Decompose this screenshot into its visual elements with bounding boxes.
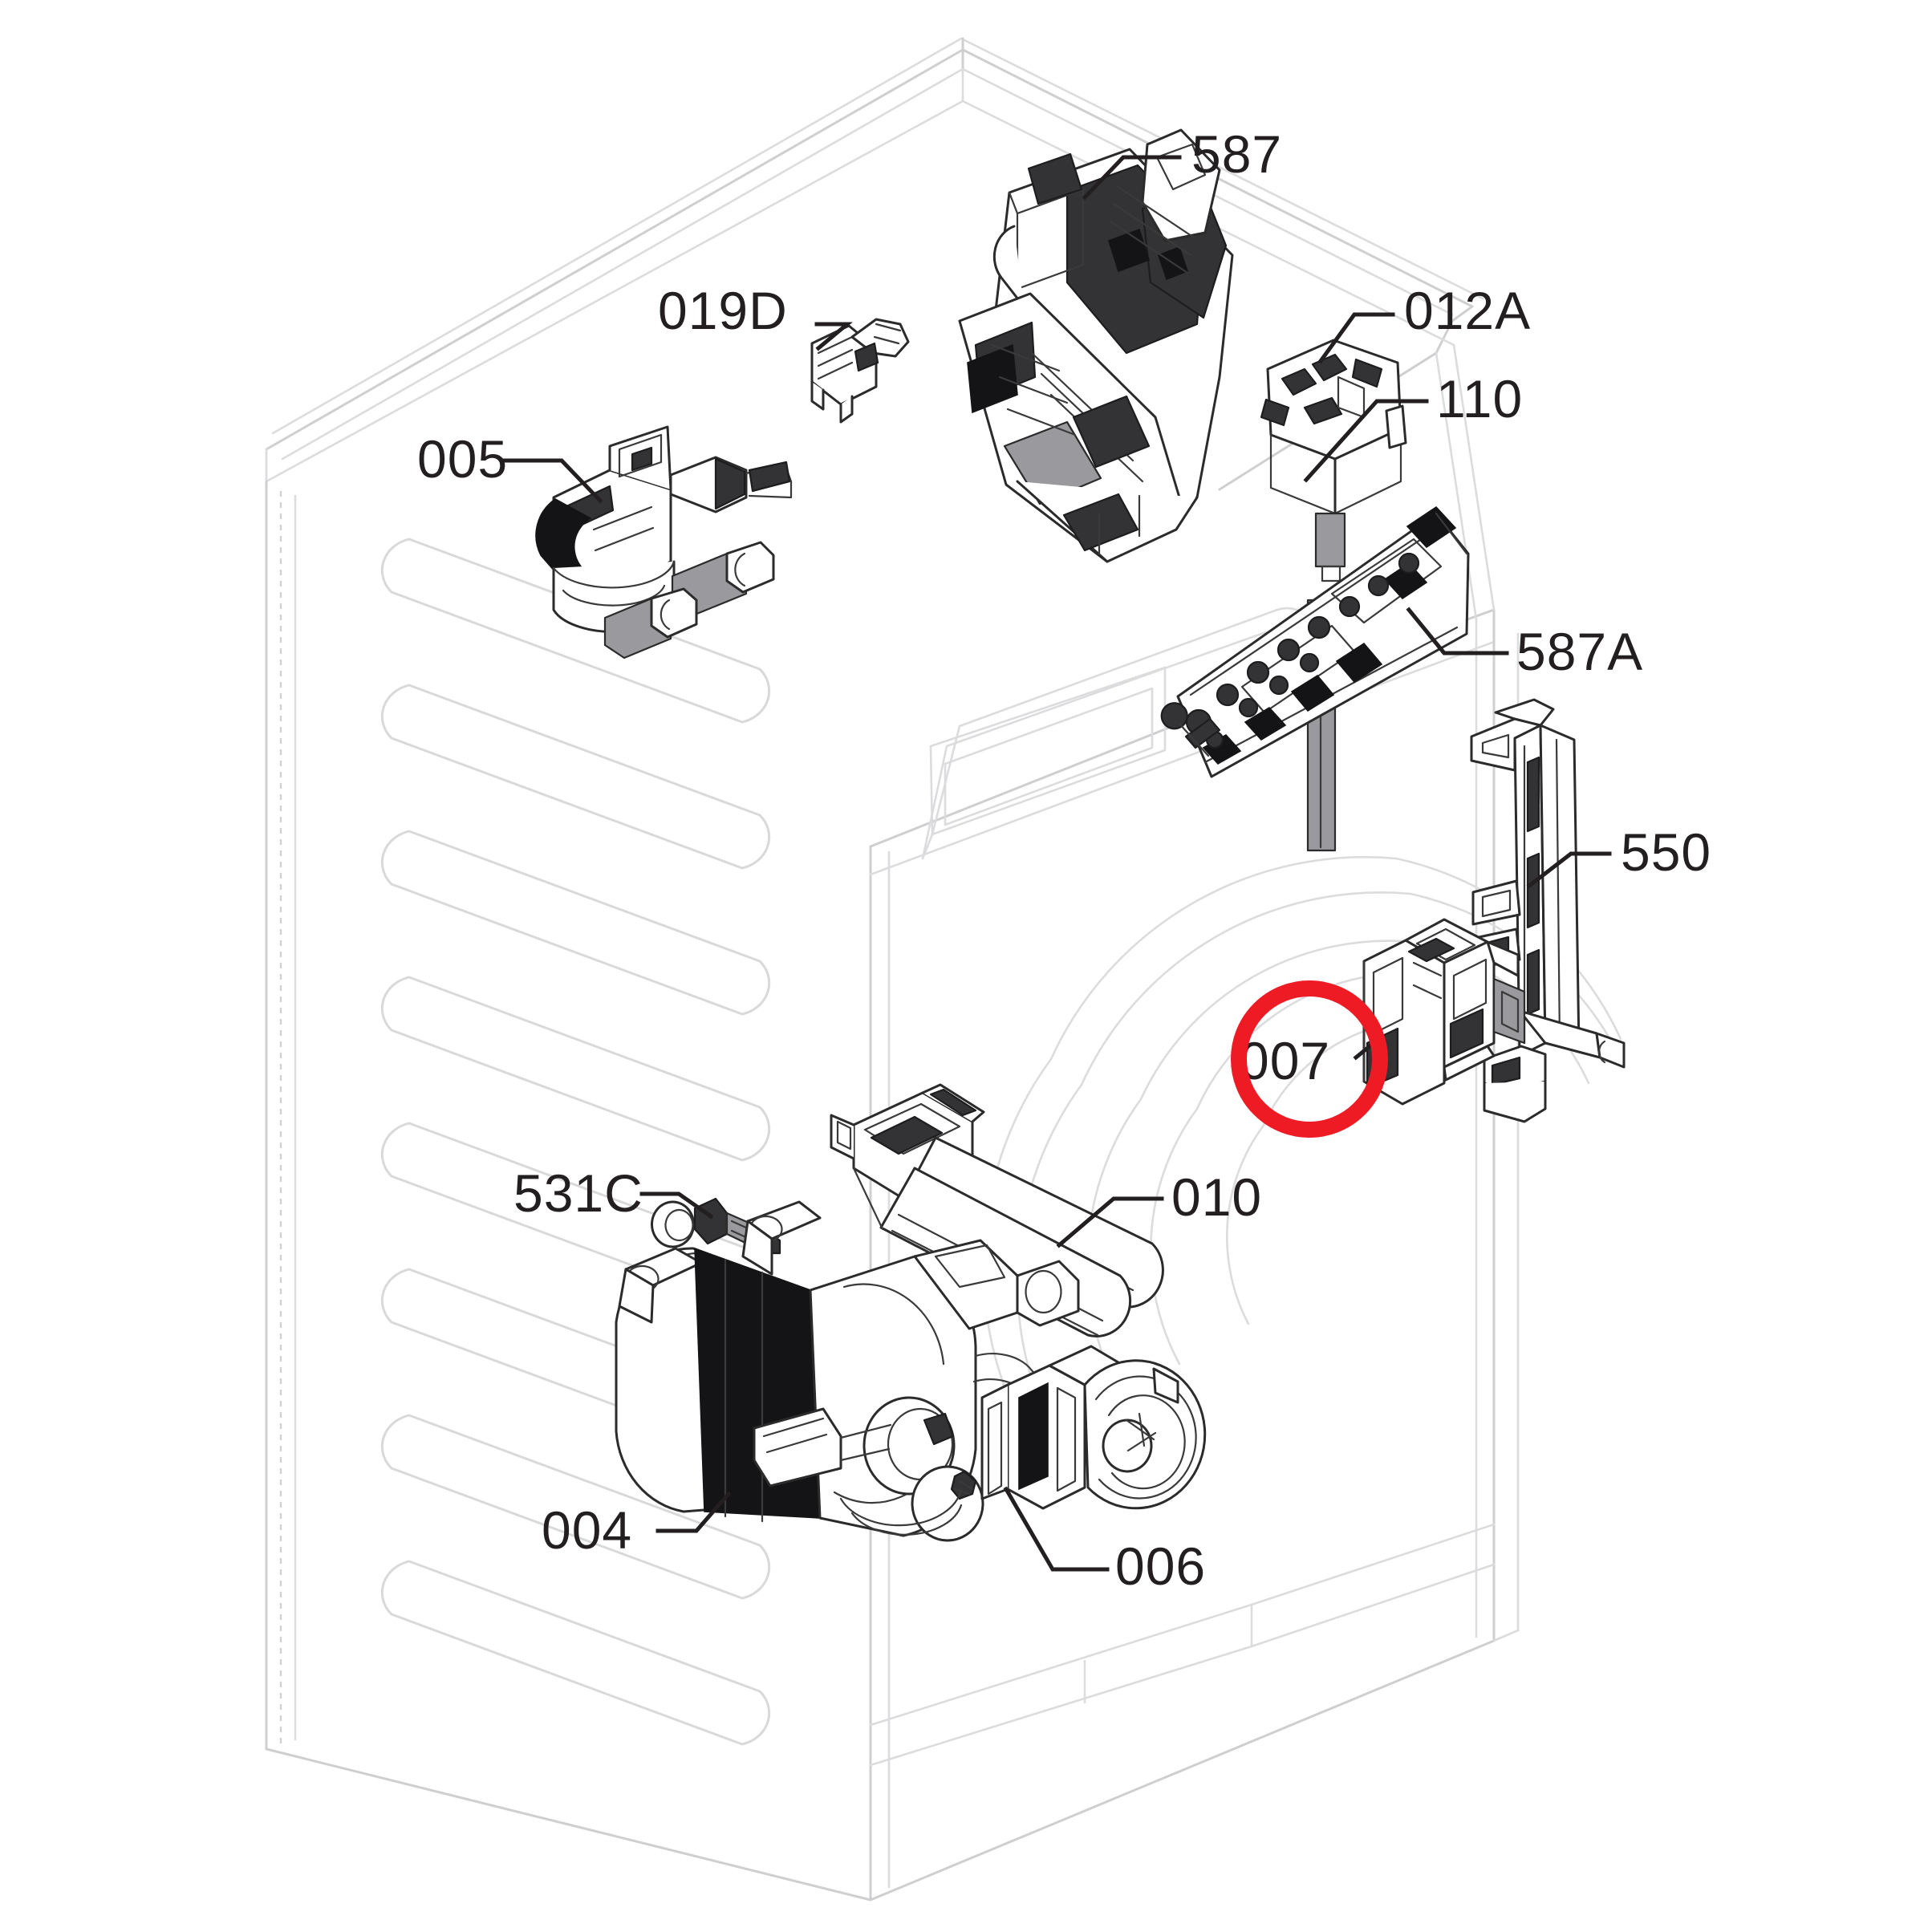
callout-550: 550 — [1621, 822, 1711, 882]
callout-007: 007 — [1240, 1031, 1330, 1090]
callout-leaders — [501, 155, 1612, 1572]
leader-019D — [814, 322, 853, 351]
leader-550 — [1526, 851, 1612, 889]
part-587-main-control-module — [958, 128, 1234, 563]
part-587A-display-pcb — [1160, 505, 1470, 778]
leader-531C — [639, 1191, 714, 1220]
highlight-ring-007 — [1231, 980, 1388, 1138]
callout-531C: 531C — [513, 1163, 643, 1223]
callout-587: 587 — [1191, 124, 1282, 184]
callout-006: 006 — [1115, 1536, 1206, 1596]
leader-006 — [1003, 1486, 1110, 1572]
callout-110: 110 — [1436, 369, 1523, 428]
callout-005: 005 — [417, 429, 508, 489]
callout-012A: 012A — [1404, 281, 1531, 340]
callout-587A: 587A — [1516, 622, 1643, 681]
leader-010 — [1056, 1196, 1164, 1248]
leader-004 — [656, 1491, 732, 1533]
part-007-door-lock-interlock — [1362, 918, 1526, 1106]
leader-012A — [1317, 312, 1395, 364]
part-550-door-hinge-rail — [1470, 698, 1626, 1123]
part-019D-connector-clip — [810, 318, 910, 424]
callout-labels: 587 019D 012A 110 005 587A 550 007 010 5… — [417, 124, 1711, 1596]
part-004-drive-motor — [615, 1200, 1080, 1542]
cabinet-ribs — [380, 538, 771, 1746]
part-006-drain-pump — [980, 1345, 1207, 1510]
part-005-water-inlet-valve — [535, 425, 793, 660]
leader-587A — [1406, 607, 1509, 656]
part-012A-pressure-switch — [1260, 339, 1407, 582]
leader-005 — [501, 458, 603, 504]
callout-004: 004 — [542, 1500, 632, 1560]
leader-110 — [1303, 399, 1429, 483]
callout-010: 010 — [1171, 1167, 1262, 1227]
callout-019D: 019D — [658, 281, 788, 340]
leader-587 — [1082, 155, 1182, 201]
